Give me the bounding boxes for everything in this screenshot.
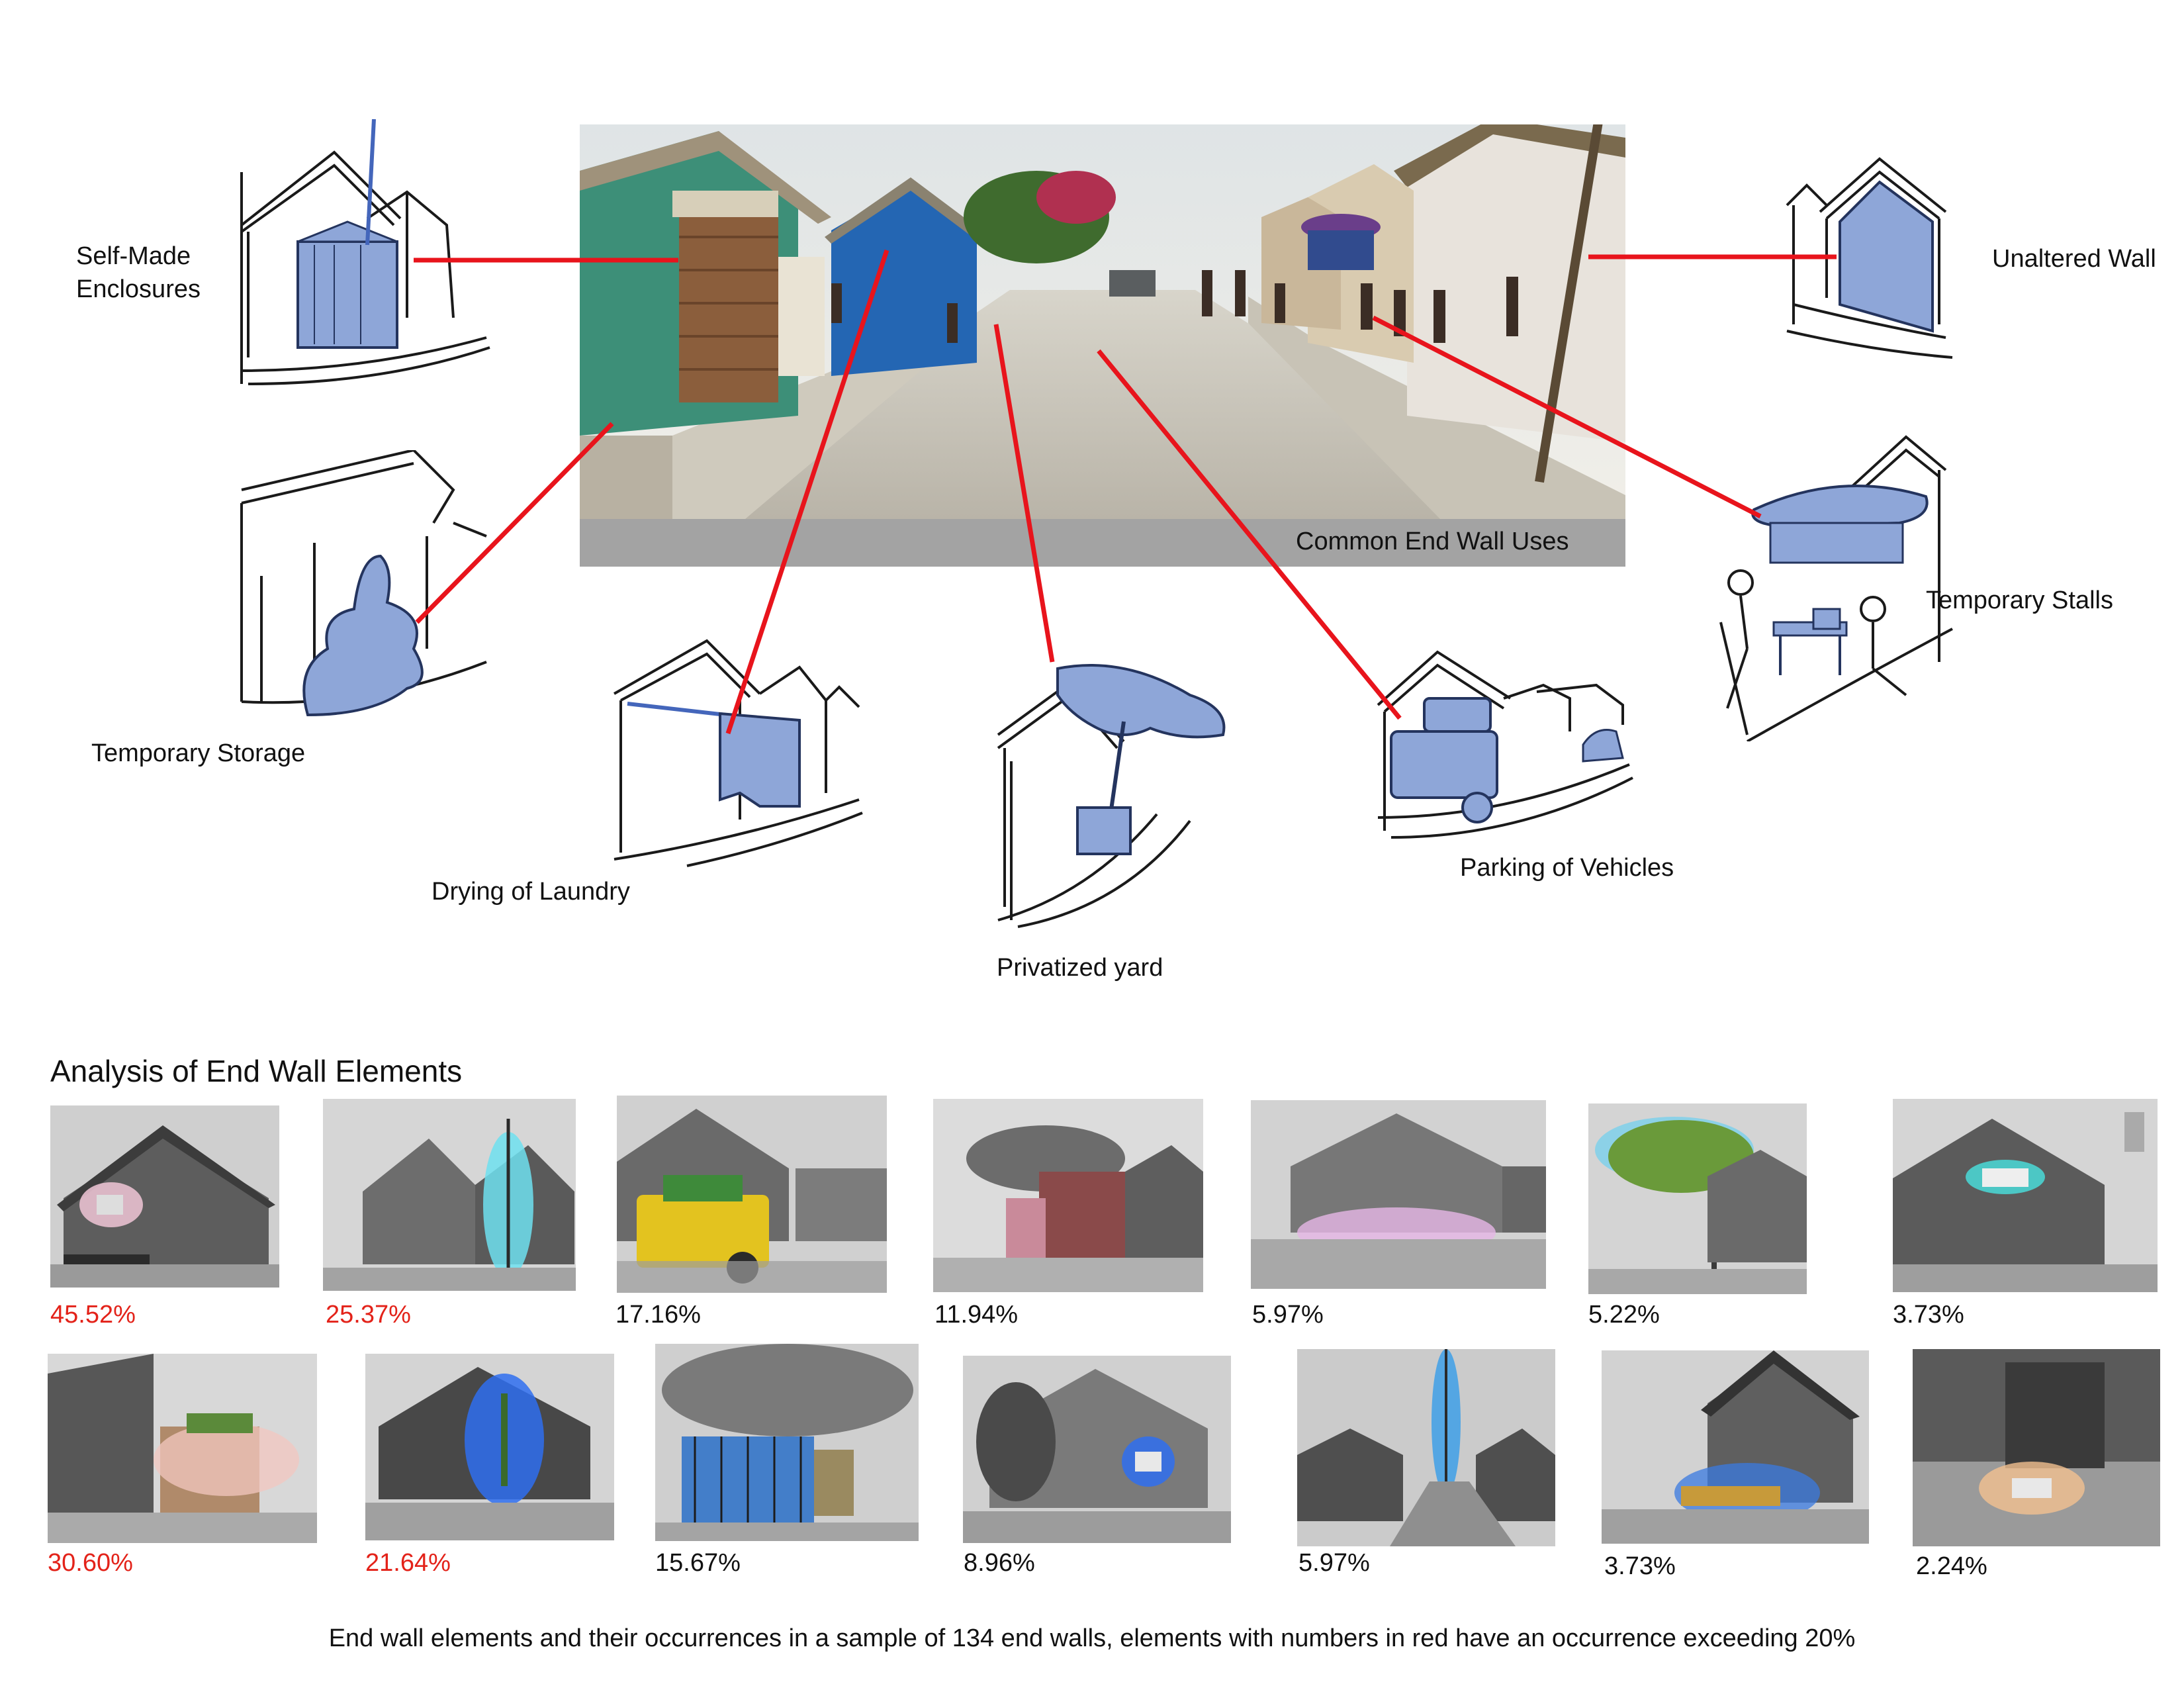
occurrence-value: 15.67%: [655, 1549, 741, 1577]
thumb-row1-1: [50, 1105, 279, 1288]
thumb-row1-3: [617, 1096, 887, 1293]
thumb-row2-3: [655, 1344, 919, 1541]
sketch-privatized-yard: [991, 655, 1236, 933]
thumb-row1-7: [1893, 1099, 2158, 1292]
thumb-row1-4: [933, 1099, 1203, 1292]
sketch-self-made-enclosures: [235, 119, 493, 397]
sketch-unaltered-wall: [1780, 152, 1959, 364]
analysis-title: Analysis of End Wall Elements: [50, 1054, 463, 1088]
occurrence-value: 3.73%: [1893, 1301, 1964, 1329]
occurrence-value: 5.97%: [1252, 1301, 1324, 1329]
label-temporary-storage: Temporary Storage: [91, 739, 306, 767]
label-unaltered-wall: Unaltered Wall: [1992, 245, 2156, 273]
occurrence-value: 3.73%: [1604, 1552, 1676, 1580]
footnote-caption: End wall elements and their occurrences …: [328, 1624, 1856, 1652]
occurrence-value: 25.37%: [326, 1301, 411, 1329]
label-line: Enclosures: [76, 275, 201, 303]
occurrence-value: 5.97%: [1298, 1549, 1370, 1577]
occurrence-value: 2.24%: [1916, 1552, 1987, 1580]
thumb-row1-5: [1251, 1100, 1546, 1289]
occurrence-value: 21.64%: [365, 1549, 451, 1577]
occurrence-value: 8.96%: [964, 1549, 1035, 1577]
main-street-photo: [580, 124, 1625, 519]
sketch-drying-of-laundry: [608, 628, 866, 872]
thumb-row2-5: [1297, 1349, 1555, 1546]
label-self-made-enclosures: Self-Made Enclosures: [76, 240, 201, 306]
label-parking-of-vehicles: Parking of Vehicles: [1460, 854, 1674, 882]
label-drying-of-laundry: Drying of Laundry: [432, 878, 630, 906]
label-line: Self-Made: [76, 242, 191, 270]
thumb-row2-2: [365, 1354, 614, 1540]
occurrence-value: 45.52%: [50, 1301, 136, 1329]
occurrence-value: 5.22%: [1588, 1301, 1660, 1329]
main-photo-caption: Common End Wall Uses: [1296, 528, 1569, 555]
thumb-row2-4: [963, 1356, 1231, 1543]
thumb-row2-6: [1602, 1350, 1869, 1544]
occurrence-value: 17.16%: [615, 1301, 701, 1329]
occurrence-value: 30.60%: [48, 1549, 133, 1577]
label-privatized-yard: Privatized yard: [997, 954, 1163, 982]
thumb-row2-1: [48, 1354, 317, 1543]
sketch-temporary-storage: [235, 450, 493, 741]
occurrence-value: 11.94%: [934, 1301, 1019, 1329]
thumb-row1-2: [323, 1099, 576, 1291]
label-temporary-stalls: Temporary Stalls: [1926, 586, 2113, 614]
thumb-row2-7: [1913, 1349, 2160, 1546]
thumb-row1-6: [1588, 1103, 1807, 1294]
sketch-parking-of-vehicles: [1371, 645, 1636, 851]
sketch-temporary-stalls: [1707, 430, 1959, 741]
